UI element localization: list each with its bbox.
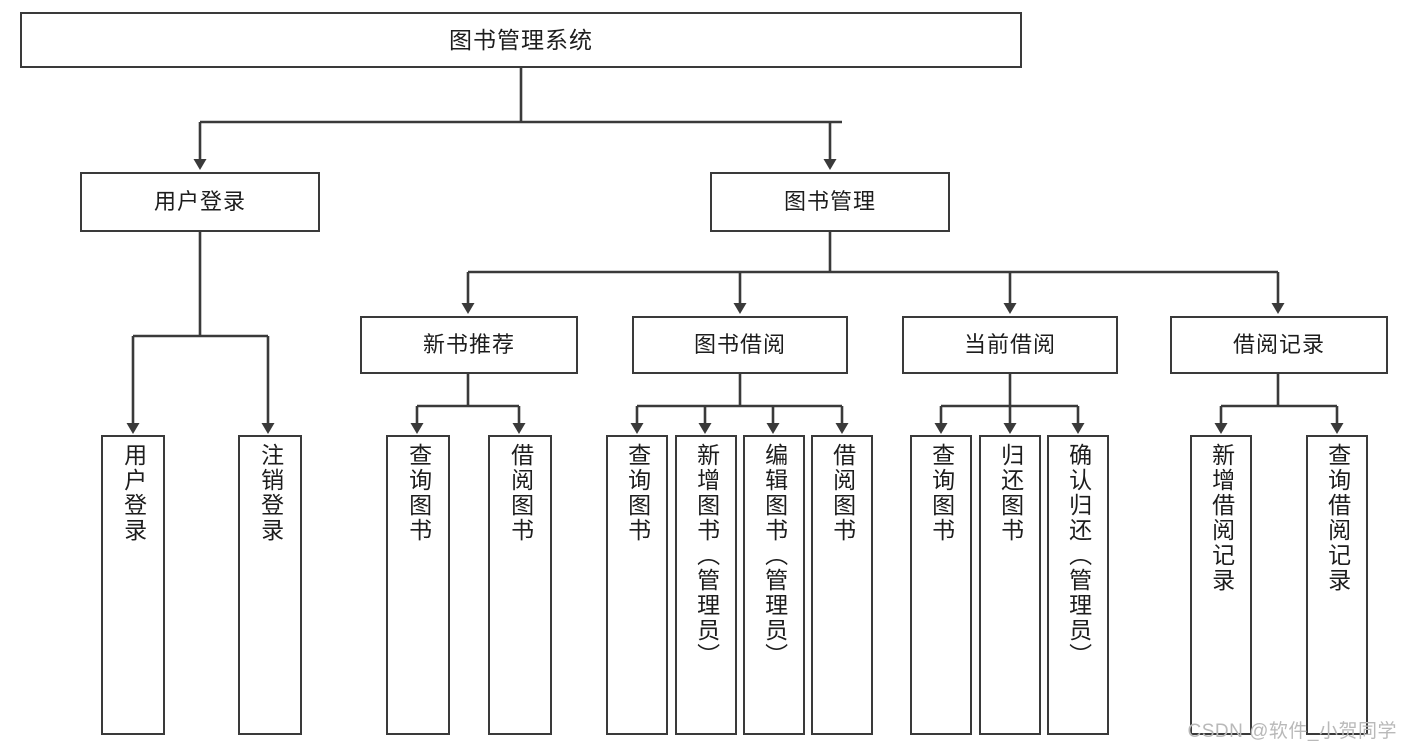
leaf-user-login-label: 用户登录 xyxy=(120,443,147,543)
leaf-add-book-admin-label: 新增图书（管理员） xyxy=(693,443,720,668)
leaf-borrow-books-recommend-label: 借阅图书 xyxy=(507,443,534,543)
watermark-text: CSDN @软件_小贺同学 xyxy=(1187,721,1397,742)
leaf-query-books-current[interactable]: 查询图书 xyxy=(910,435,972,735)
leaf-edit-book-admin-label: 编辑图书（管理员） xyxy=(761,443,788,668)
leaf-return-book-label: 归还图书 xyxy=(997,443,1024,543)
node-root-label: 图书管理系统 xyxy=(449,26,593,53)
leaf-query-books-recommend-label: 查询图书 xyxy=(405,443,432,543)
leaf-query-books-recommend[interactable]: 查询图书 xyxy=(386,435,450,735)
node-borrow-records-label: 借阅记录 xyxy=(1232,331,1325,357)
node-user-login-label: 用户登录 xyxy=(153,188,246,214)
leaf-borrow-book[interactable]: 借阅图书 xyxy=(811,435,873,735)
leaf-user-login[interactable]: 用户登录 xyxy=(101,435,165,735)
node-book-management[interactable]: 图书管理 xyxy=(710,172,950,232)
node-new-book-recommend[interactable]: 新书推荐 xyxy=(360,316,578,374)
leaf-query-books-borrow-label: 查询图书 xyxy=(624,443,651,543)
node-current-borrow-label: 当前借阅 xyxy=(963,331,1056,357)
node-user-login[interactable]: 用户登录 xyxy=(80,172,320,232)
leaf-edit-book-admin[interactable]: 编辑图书（管理员） xyxy=(743,435,805,735)
node-root[interactable]: 图书管理系统 xyxy=(20,12,1022,68)
leaf-add-book-admin[interactable]: 新增图书（管理员） xyxy=(675,435,737,735)
leaf-add-borrow-record-label: 新增借阅记录 xyxy=(1208,443,1235,593)
node-borrow-records[interactable]: 借阅记录 xyxy=(1170,316,1388,374)
leaf-logout[interactable]: 注销登录 xyxy=(238,435,302,735)
node-new-book-recommend-label: 新书推荐 xyxy=(422,331,515,357)
leaf-query-borrow-record[interactable]: 查询借阅记录 xyxy=(1306,435,1368,735)
leaf-confirm-return-admin-label: 确认归还（管理员） xyxy=(1065,443,1092,668)
leaf-return-book[interactable]: 归还图书 xyxy=(979,435,1041,735)
node-book-borrow-label: 图书借阅 xyxy=(693,331,786,357)
leaf-query-borrow-record-label: 查询借阅记录 xyxy=(1324,443,1351,593)
leaf-query-books-borrow[interactable]: 查询图书 xyxy=(606,435,668,735)
node-book-borrow[interactable]: 图书借阅 xyxy=(632,316,848,374)
node-current-borrow[interactable]: 当前借阅 xyxy=(902,316,1118,374)
leaf-query-books-current-label: 查询图书 xyxy=(928,443,955,543)
leaf-borrow-books-recommend[interactable]: 借阅图书 xyxy=(488,435,552,735)
leaf-borrow-book-label: 借阅图书 xyxy=(829,443,856,543)
leaf-logout-label: 注销登录 xyxy=(257,443,284,543)
node-book-management-label: 图书管理 xyxy=(783,188,876,214)
leaf-add-borrow-record[interactable]: 新增借阅记录 xyxy=(1190,435,1252,735)
leaf-confirm-return-admin[interactable]: 确认归还（管理员） xyxy=(1047,435,1109,735)
